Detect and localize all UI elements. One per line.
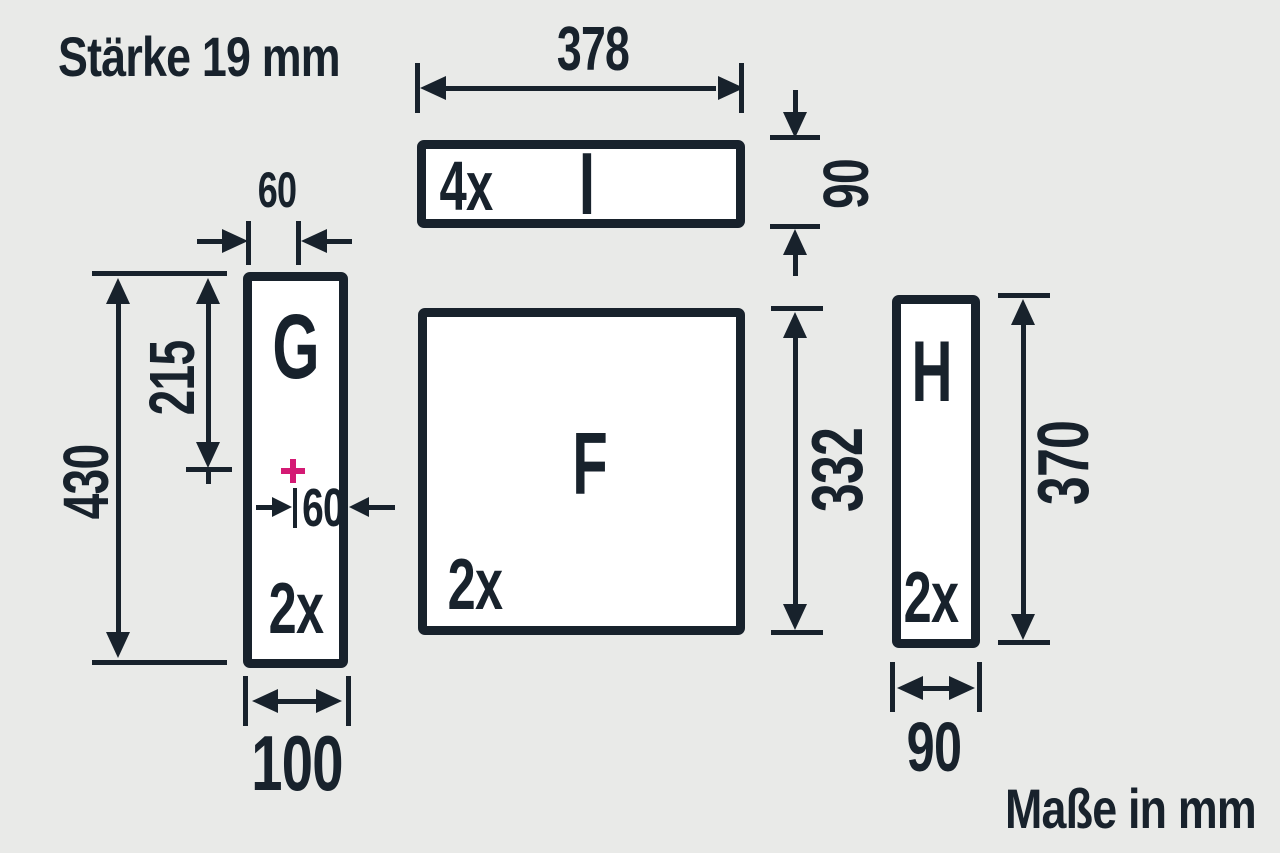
dim-60top-tick-left — [246, 221, 251, 265]
dim-430-label: 430 — [50, 444, 122, 520]
dim-430-arrow-down — [106, 632, 130, 658]
piece-i-rect — [417, 140, 745, 228]
piece-f-rect — [418, 308, 745, 635]
dim-215-label: 215 — [136, 340, 208, 416]
dim-370-tick-top — [998, 293, 1050, 298]
dim-100-line — [274, 699, 320, 704]
dim-90h-tick-left — [890, 662, 895, 712]
extension-line-g-top — [92, 271, 227, 276]
dim-215-arrow-down — [196, 442, 220, 468]
dim-332-tick-bottom — [771, 630, 823, 635]
dim-90i-arrow-up — [783, 229, 807, 255]
dim-60top-line-left — [197, 239, 223, 244]
dim-378-arrow-left — [420, 76, 446, 100]
dim-90i-label: 90 — [810, 159, 882, 209]
dim-60hole-tick — [293, 488, 297, 528]
dim-370-tick-bottom — [998, 640, 1050, 645]
dim-60hole-arrow-right — [272, 497, 292, 517]
dim-215-tick-bottom — [186, 467, 232, 472]
dim-90h-arrow-right — [949, 676, 975, 700]
dim-215-stub — [206, 472, 211, 484]
dim-100-arrow-left — [252, 689, 278, 713]
dim-100-arrow-right — [316, 689, 342, 713]
piece-h-quantity: 2x — [903, 558, 959, 638]
piece-h-letter: H — [911, 324, 953, 420]
dim-370-label: 370 — [1024, 420, 1104, 506]
piece-i-quantity: 4x — [439, 147, 493, 225]
dim-90h-tick-right — [977, 662, 982, 712]
dim-100-label: 100 — [251, 719, 343, 807]
dim-100-tick-right — [346, 676, 351, 726]
dim-60hole-arrow-left — [349, 497, 369, 517]
thickness-note: Stärke 19 mm — [58, 25, 341, 88]
dim-90h-label: 90 — [906, 708, 962, 786]
dim-60top-label: 60 — [257, 162, 297, 218]
dim-430-line — [116, 300, 121, 634]
dim-430-arrow-up — [106, 278, 130, 304]
piece-g-letter: G — [272, 296, 320, 398]
dim-90h-line — [918, 686, 954, 691]
extension-line-g-bottom — [92, 660, 227, 665]
dim-370-line — [1021, 318, 1026, 628]
dim-215-arrow-up — [196, 278, 220, 304]
dim-60top-line-right — [326, 239, 352, 244]
units-note: Maße in mm — [1005, 777, 1257, 840]
piece-g-rect — [243, 272, 348, 668]
dim-90i-line-top — [793, 90, 798, 116]
dim-378-label: 378 — [556, 15, 630, 84]
piece-i-letter: I — [578, 134, 596, 233]
dim-60hole-label: 60 — [302, 478, 345, 538]
dim-60hole-line-left — [256, 505, 274, 510]
piece-g-quantity: 2x — [268, 569, 324, 649]
dim-60top-tick-right — [296, 221, 301, 265]
dim-378-tick-left — [415, 63, 420, 113]
dim-215-line — [206, 300, 211, 445]
dim-90i-arrow-down — [783, 112, 807, 138]
dim-90i-tick-bottom — [770, 224, 820, 229]
dim-378-line — [444, 86, 716, 91]
dim-332-label: 332 — [798, 427, 878, 513]
piece-f-letter: F — [572, 414, 608, 513]
piece-h-rect — [892, 295, 980, 648]
dim-332-tick-top — [771, 306, 823, 311]
dim-100-tick-left — [243, 676, 248, 726]
dim-332-line — [793, 330, 798, 605]
dim-60top-arrow-right — [222, 229, 248, 253]
dim-378-arrow-right — [718, 76, 744, 100]
dim-370-arrow-down — [1011, 614, 1035, 640]
dim-332-arrow-down — [783, 604, 807, 630]
dim-90i-tick-top — [770, 135, 820, 140]
drill-cross-icon — [290, 459, 296, 483]
dim-60hole-line-right — [369, 505, 395, 510]
piece-f-quantity: 2x — [447, 545, 503, 625]
dim-60top-arrow-left — [301, 229, 327, 253]
dim-90i-line-bottom — [793, 252, 798, 276]
